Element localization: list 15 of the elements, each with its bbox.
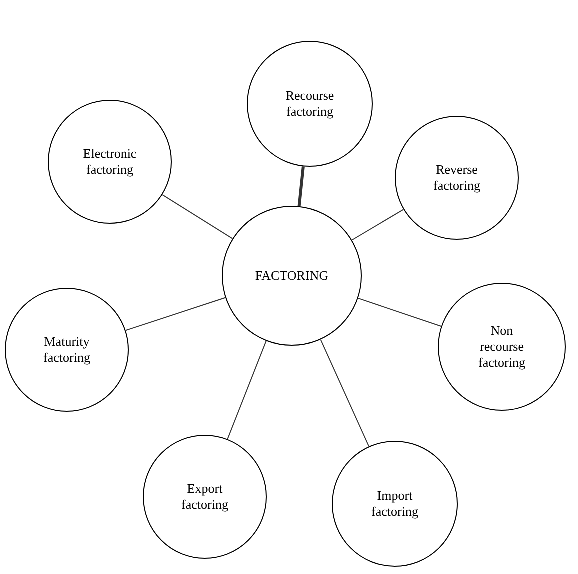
connector-line (162, 194, 234, 240)
connector-line (227, 340, 267, 440)
node-label: Electronic factoring (82, 146, 138, 178)
node-label: Export factoring (180, 480, 230, 514)
connector-line (320, 339, 370, 448)
connector-line (352, 209, 404, 241)
node-label: Recourse factoring (284, 88, 336, 120)
node-label: Maturity factoring (42, 334, 92, 366)
connector-line (358, 298, 442, 327)
node-label: FACTORING (255, 268, 329, 284)
node-label: Reverse factoring (432, 162, 482, 194)
connector-line (298, 166, 305, 207)
connector-line (125, 297, 226, 332)
node-label: Import factoring (370, 488, 420, 520)
node-label: Non recourse factoring (478, 322, 526, 372)
